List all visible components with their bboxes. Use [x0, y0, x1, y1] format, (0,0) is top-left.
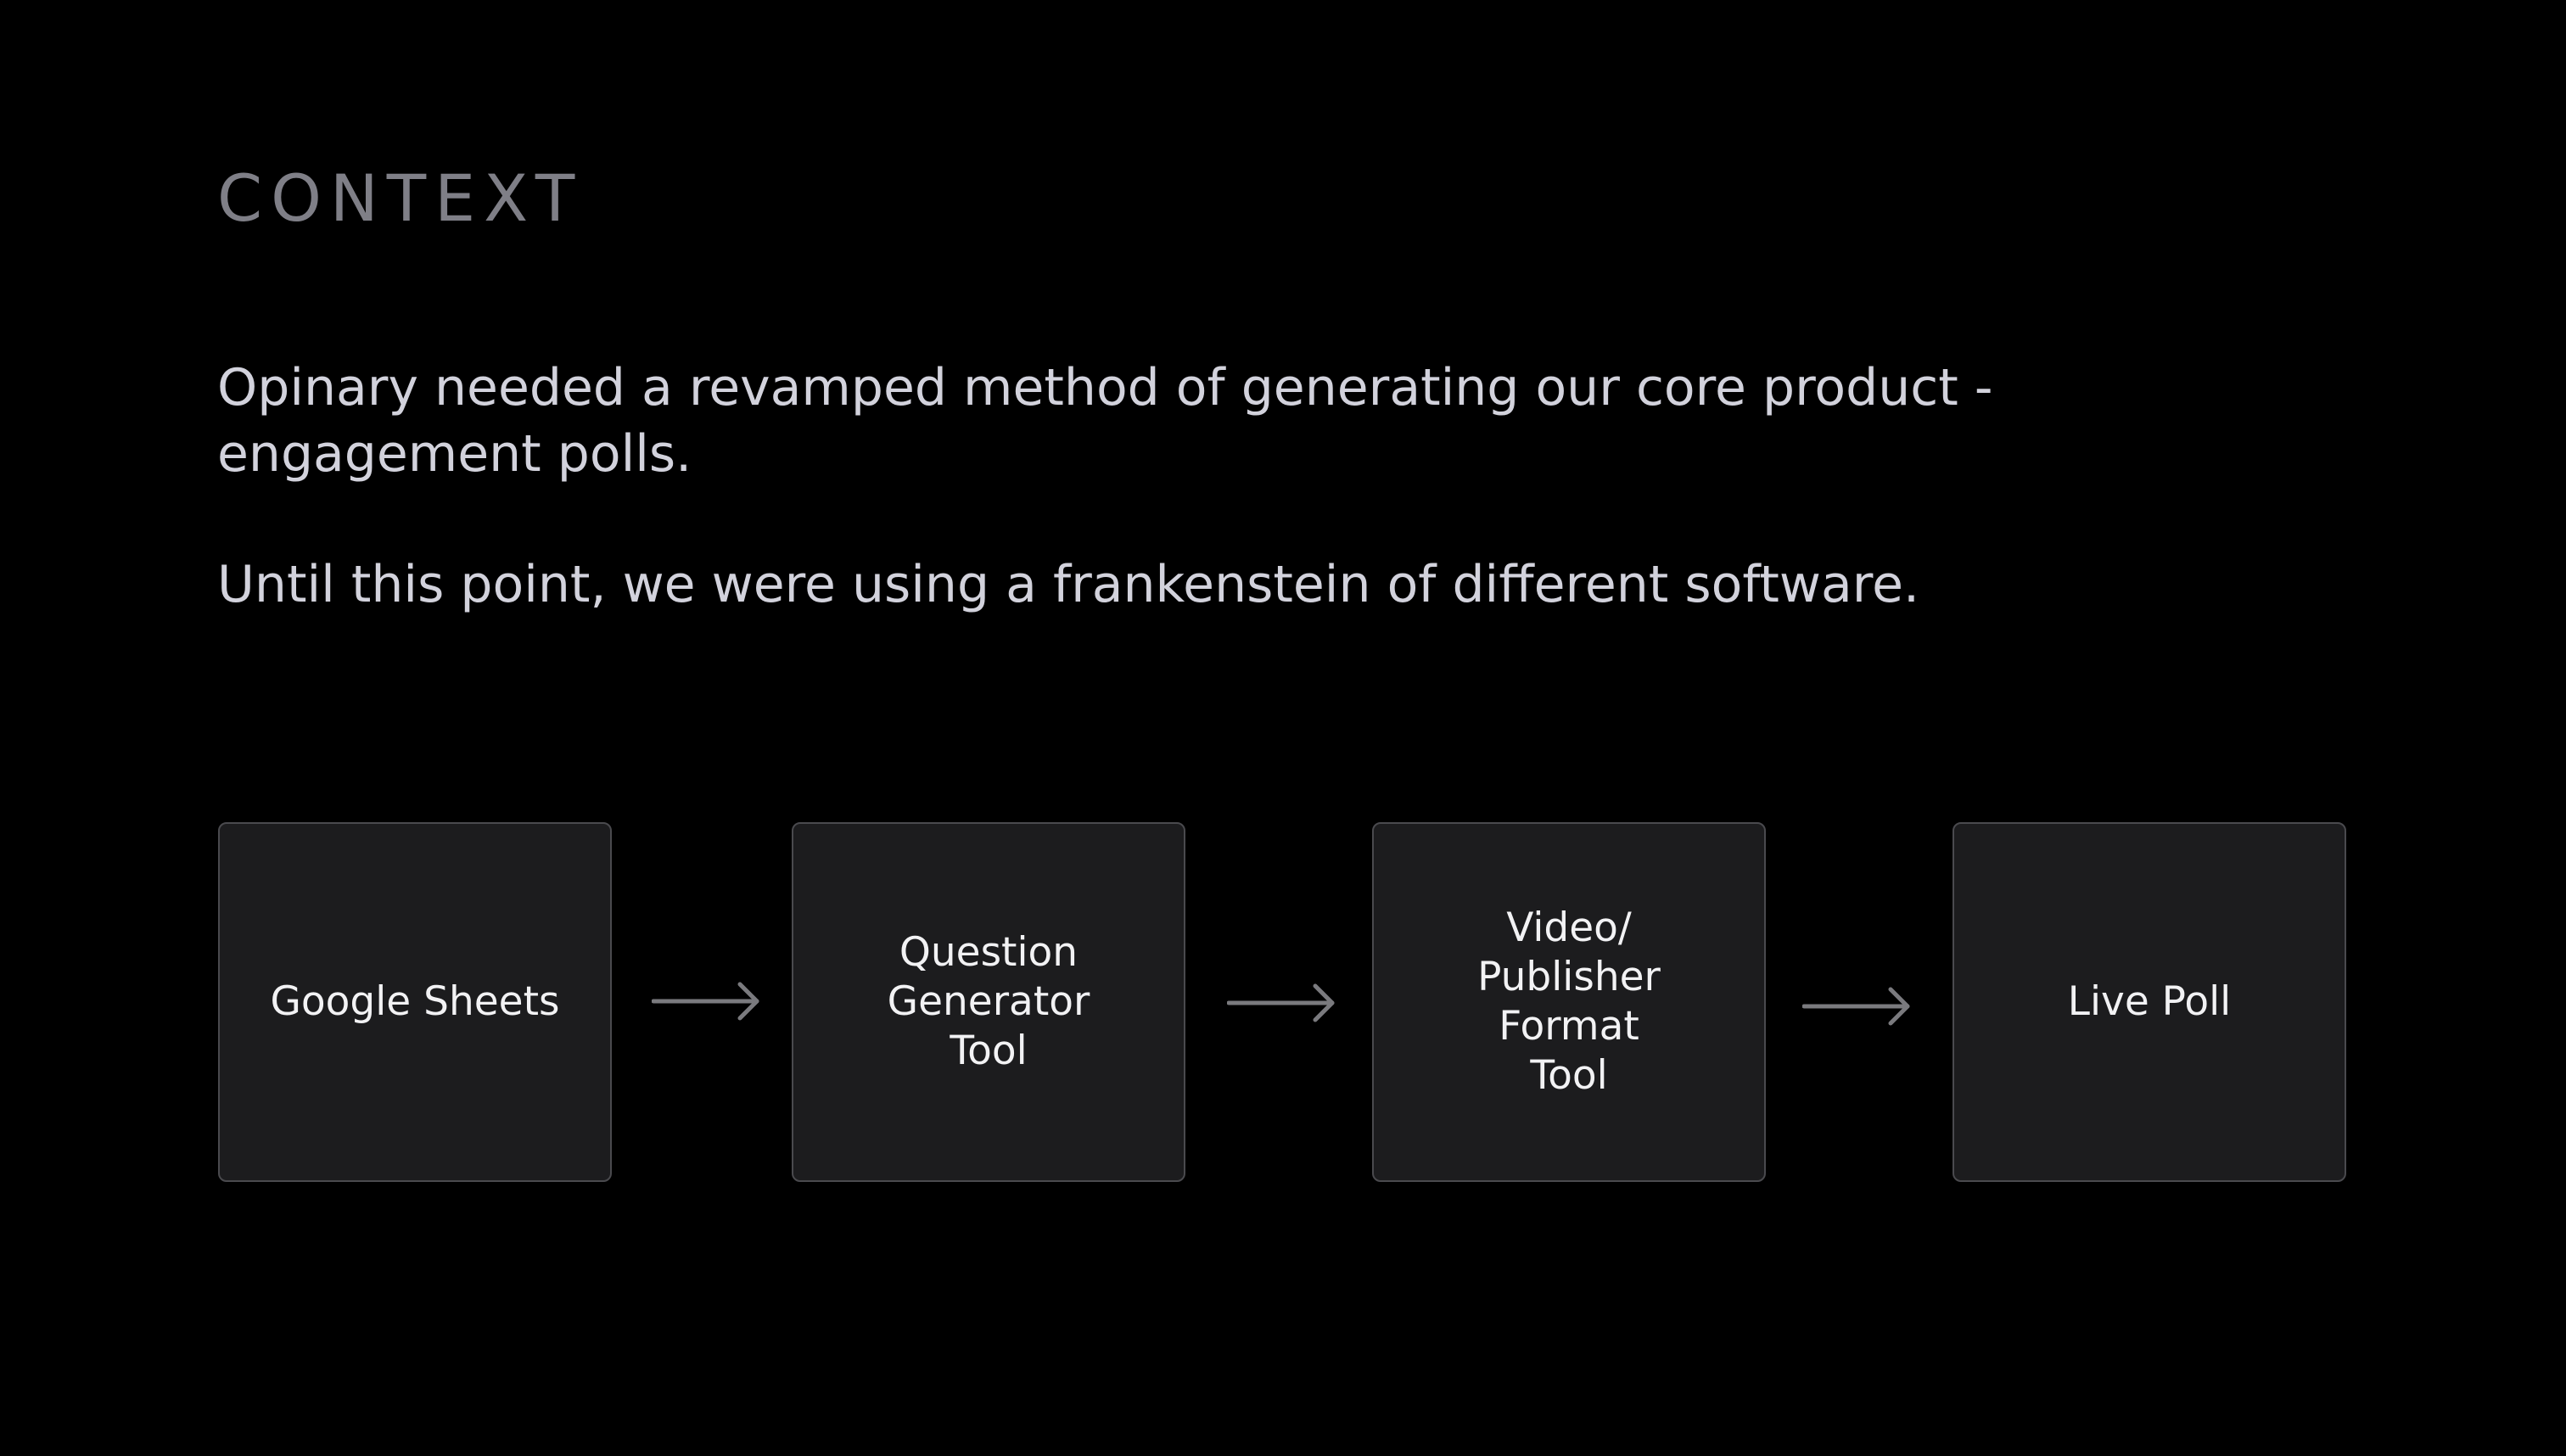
section-label: CONTEXT — [217, 160, 584, 236]
flow-step-live-poll: Live Poll — [1953, 822, 2346, 1182]
flow-step-label: Video/ Publisher Format Tool — [1477, 904, 1661, 1099]
arrow-right-icon — [652, 982, 759, 1021]
context-paragraph: Until this point, we were using a franke… — [217, 555, 1920, 614]
arrow-right-icon — [1802, 987, 1910, 1026]
arrow-right-icon — [1227, 983, 1335, 1022]
flow-step-question-generator-tool: Question Generator Tool — [792, 822, 1185, 1182]
flow-step-google-sheets: Google Sheets — [218, 822, 612, 1182]
flow-step-label: Live Poll — [2067, 978, 2232, 1025]
flow-step-label: Question Generator Tool — [887, 929, 1090, 1074]
intro-paragraph: Opinary needed a revamped method of gene… — [217, 358, 1993, 484]
flow-step-video-publisher-format-tool: Video/ Publisher Format Tool — [1372, 822, 1766, 1182]
flow-step-label: Google Sheets — [270, 978, 560, 1025]
